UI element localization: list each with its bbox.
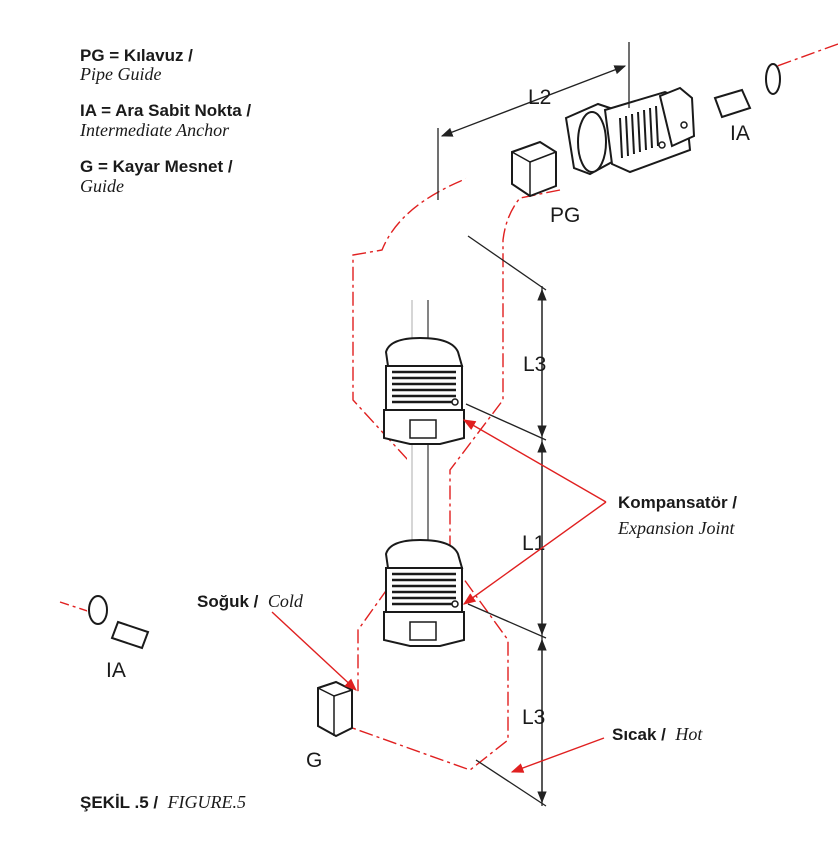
callout-hot-text: Sıcak / Hot: [612, 724, 703, 744]
label-ia-left: IA: [106, 659, 126, 682]
label-l3-top: L3: [523, 353, 546, 376]
anchor-support-right: [713, 88, 752, 119]
callout-cold: Soğuk / Cold: [197, 591, 357, 691]
legend-pg-en: Pipe Guide: [79, 64, 161, 84]
sliding-guide-g: [317, 680, 353, 738]
label-l2: L2: [528, 86, 551, 109]
anchor-support-left: [110, 620, 150, 650]
callout-hot: Sıcak / Hot: [510, 724, 703, 773]
legend-g-code: G = Kayar Mesnet /: [80, 157, 233, 176]
label-pg: PG: [550, 204, 580, 227]
expansion-joint-top: [564, 86, 696, 176]
callout-expansion-joint: Kompansatör / Expansion Joint: [462, 419, 737, 605]
pipe-end-right: [765, 63, 781, 95]
dimension-vertical: L3 L1 L3: [465, 235, 547, 807]
pipe-guide-pg: [511, 140, 557, 198]
label-l1: L1: [522, 532, 545, 555]
callout-expansion-en: Expansion Joint: [617, 518, 735, 538]
label-g: G: [306, 749, 322, 772]
legend-g-en: Guide: [80, 176, 124, 196]
callout-cold-text: Soğuk / Cold: [197, 591, 304, 611]
legend: PG = Kılavuz / Pipe Guide IA = Ara Sabit…: [79, 46, 251, 196]
expansion-joint-lower: [383, 538, 465, 647]
legend-ia-en: Intermediate Anchor: [79, 120, 230, 140]
expansion-joint-upper: [383, 336, 465, 445]
legend-ia-code: IA = Ara Sabit Nokta /: [80, 101, 251, 120]
callout-expansion-tr: Kompansatör /: [618, 493, 737, 512]
figure-caption: ŞEKİL .5 / FIGURE.5: [80, 792, 246, 812]
legend-pg-code: PG = Kılavuz /: [80, 46, 193, 65]
centerline-cold: [59, 43, 838, 701]
label-ia-right: IA: [730, 122, 750, 145]
label-l3-bottom: L3: [522, 706, 545, 729]
pipe-end-left: [88, 595, 108, 625]
centerline-hot: [329, 189, 561, 771]
dimension-l2: L2: [437, 42, 630, 200]
